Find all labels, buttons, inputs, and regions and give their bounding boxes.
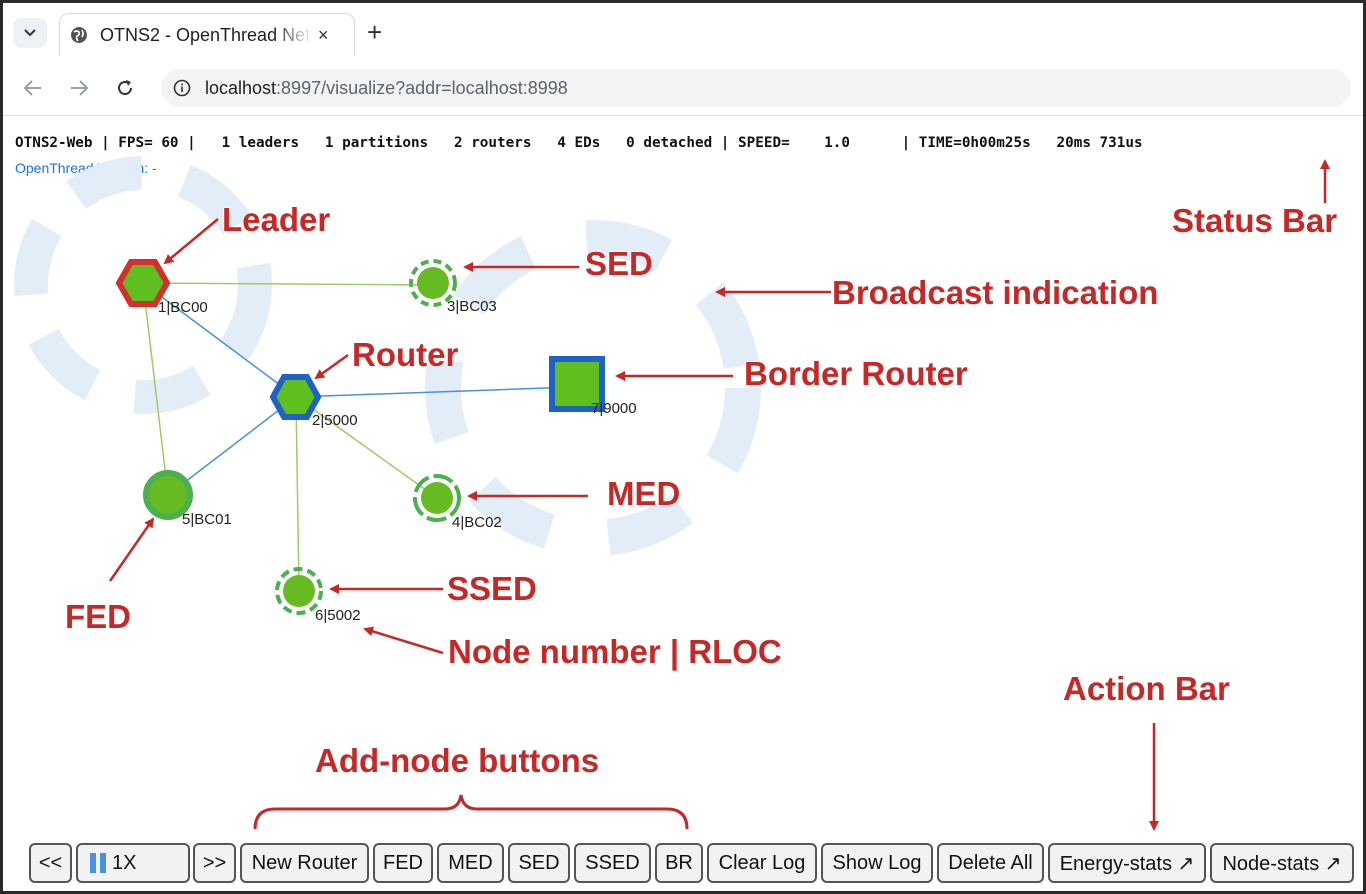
add-fed-button[interactable]: FED <box>373 843 433 883</box>
browser-window: OTNS2 - OpenThread Network Simulator × +… <box>3 3 1363 891</box>
node-label: 7|9000 <box>591 400 637 417</box>
tab-otns[interactable]: OTNS2 - OpenThread Network Simulator × <box>59 13 355 56</box>
annotation-router: Router <box>352 336 458 373</box>
network-visualization[interactable]: 1|BC00 2|5000 3|BC03 4|BC02 5|BC01 6|50 <box>3 3 1363 891</box>
annotation-sed: SED <box>585 245 653 282</box>
energy-stats-button[interactable]: Energy-stats ↗ <box>1048 843 1206 883</box>
arrow-fed <box>108 517 155 582</box>
pause-speed-button[interactable]: 1X <box>76 843 190 883</box>
link-2-5 <box>167 396 297 496</box>
node-label: 3|BC03 <box>447 298 497 315</box>
faster-button[interactable]: >> <box>193 843 236 883</box>
annotation-node-number: Node number | RLOC <box>448 633 782 670</box>
arrow-router <box>314 353 349 380</box>
speed-label: 1X <box>112 851 137 874</box>
annotation-fed: FED <box>65 598 131 635</box>
link-1-5 <box>142 282 169 496</box>
annotation-action-bar: Action Bar <box>1063 670 1230 707</box>
globe-icon <box>71 27 87 43</box>
annotation-add-node: Add-node buttons <box>315 742 599 779</box>
annotation-med: MED <box>607 475 680 512</box>
node-label: 1|BC00 <box>158 299 208 316</box>
back-arrow-icon[interactable] <box>23 79 43 97</box>
address-bar[interactable]: localhost:8997/visualize?addr=localhost:… <box>161 69 1351 107</box>
chevron-down-icon <box>24 29 36 37</box>
reload-icon[interactable] <box>115 78 135 98</box>
annotation-ssed: SSED <box>447 570 537 607</box>
link-1-3 <box>142 282 434 286</box>
close-icon[interactable]: × <box>318 24 329 45</box>
node-7[interactable]: 7|9000 <box>549 356 637 417</box>
node-3[interactable]: 3|BC03 <box>409 259 497 315</box>
slower-button[interactable]: << <box>29 843 72 883</box>
arrow-node-number <box>363 626 444 655</box>
node-1[interactable]: 1|BC00 <box>115 259 208 316</box>
tab-strip: OTNS2 - OpenThread Network Simulator × + <box>3 3 1363 61</box>
link-2-6 <box>295 396 300 592</box>
new-router-button[interactable]: New Router <box>240 843 369 883</box>
add-ssed-button[interactable]: SSED <box>574 843 651 883</box>
broadcast-ring-leader <box>14 156 272 414</box>
clear-log-button[interactable]: Clear Log <box>707 843 817 883</box>
pause-icon <box>90 853 106 873</box>
link-2-4 <box>295 396 438 499</box>
add-br-button[interactable]: BR <box>655 843 703 883</box>
arrow-leader <box>163 218 219 265</box>
node-6[interactable]: 6|5002 <box>275 567 361 624</box>
info-icon[interactable] <box>173 79 191 97</box>
new-tab-button[interactable]: + <box>367 17 383 47</box>
broadcast-ring-sed <box>425 220 761 556</box>
show-log-button[interactable]: Show Log <box>821 843 933 883</box>
node-label: 2|5000 <box>312 412 358 429</box>
annotation-leader: Leader <box>222 201 330 238</box>
forward-arrow-icon[interactable] <box>69 79 89 97</box>
node-stats-button[interactable]: Node-stats ↗ <box>1210 843 1354 883</box>
url-path: :8997/visualize?addr=localhost:8998 <box>276 77 568 98</box>
node-label: 5|BC01 <box>182 511 232 528</box>
add-sed-button[interactable]: SED <box>508 843 570 883</box>
link-1-2 <box>142 282 297 398</box>
delete-all-button[interactable]: Delete All <box>937 843 1044 883</box>
add-med-button[interactable]: MED <box>437 843 504 883</box>
annotation-status-bar: Status Bar <box>1172 202 1337 239</box>
browser-toolbar: localhost:8997/visualize?addr=localhost:… <box>3 61 1363 116</box>
annotation-broadcast: Broadcast indication <box>832 274 1158 311</box>
node-5[interactable]: 5|BC01 <box>143 470 232 528</box>
status-bar: OTNS2-Web | FPS= 60 | 1 leaders 1 partit… <box>15 135 1143 151</box>
tab-list-button[interactable] <box>13 18 47 48</box>
brace-add-node <box>253 794 689 830</box>
node-4[interactable]: 4|BC02 <box>413 474 502 531</box>
annotation-border-router: Border Router <box>744 355 968 392</box>
node-label: 4|BC02 <box>452 514 502 531</box>
url-host: localhost <box>205 77 277 98</box>
link-2-7 <box>295 386 576 398</box>
node-label: 6|5002 <box>315 607 361 624</box>
tab-title: OTNS2 - OpenThread Network Simulator <box>100 24 312 45</box>
node-2[interactable]: 2|5000 <box>269 374 358 429</box>
